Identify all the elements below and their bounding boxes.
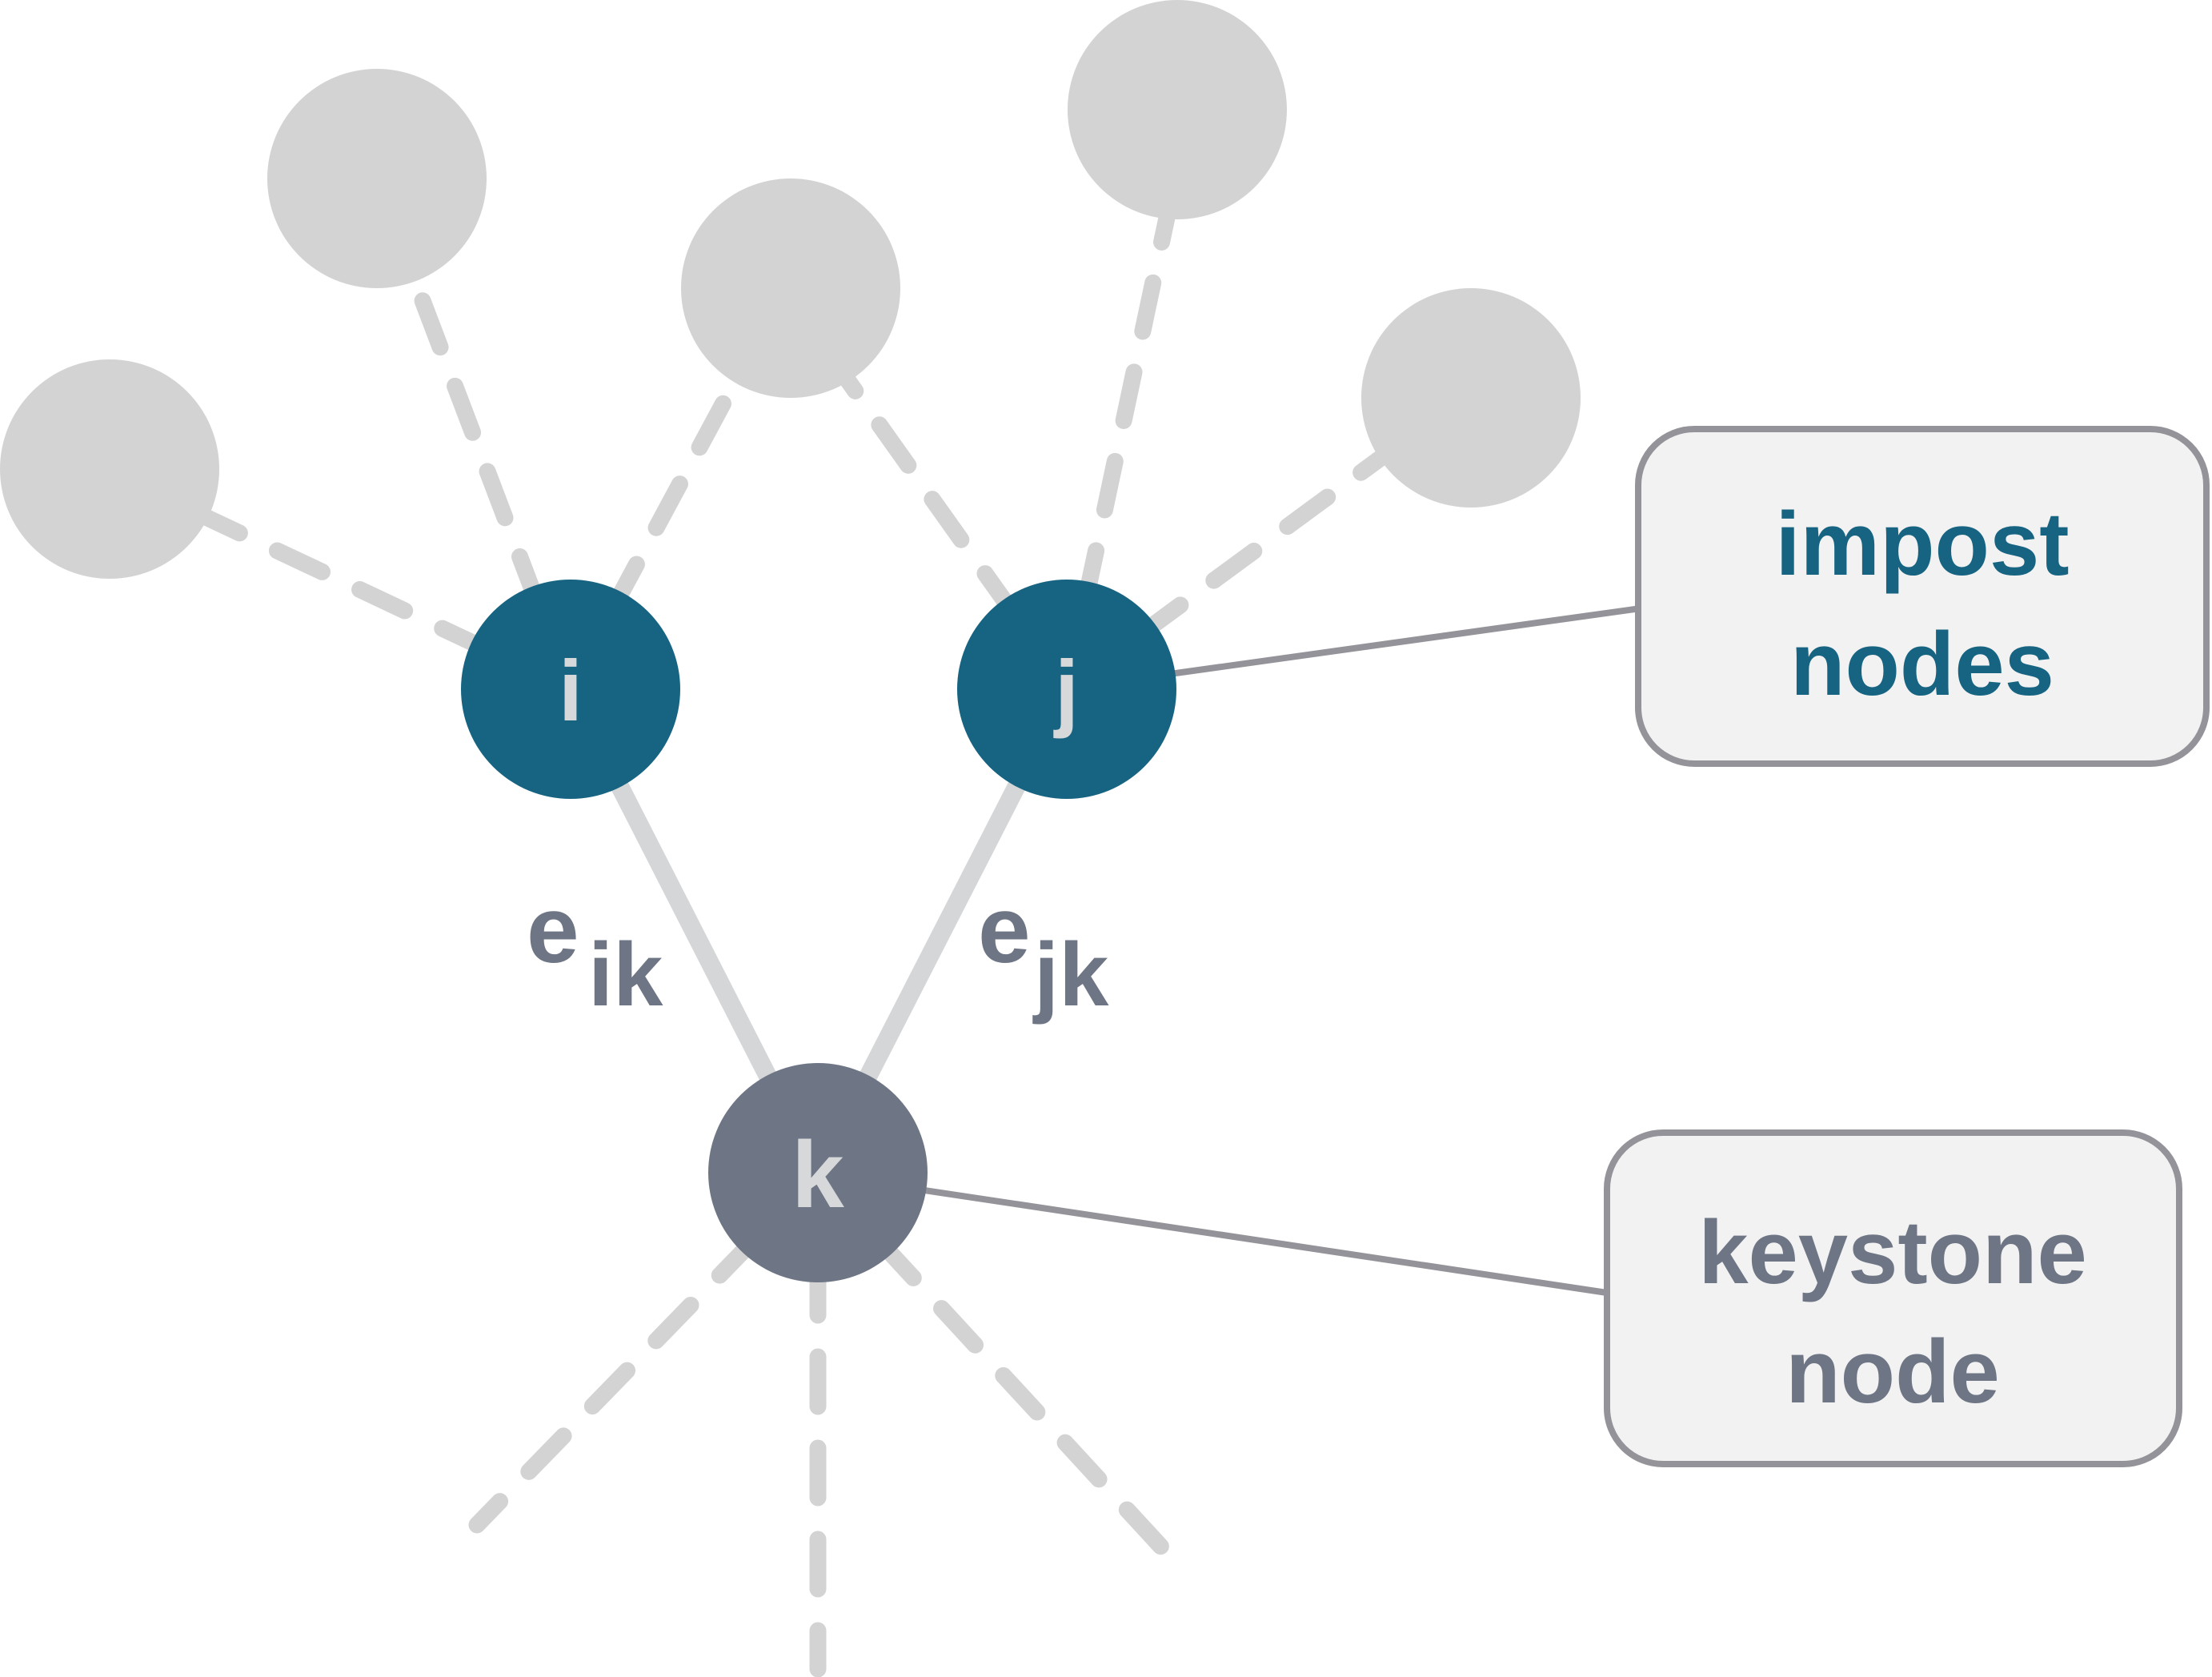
dashed-edge-j-neighbor-3 xyxy=(827,355,1076,697)
node-k-circle xyxy=(708,1063,928,1282)
node-i-label: i xyxy=(559,642,583,739)
impost-node-j: j xyxy=(957,580,1176,799)
neighbor-node-2 xyxy=(267,69,487,288)
edge-label-jk-subscript: jk xyxy=(1032,925,1109,1025)
keystone-callout-line-2: node xyxy=(1785,1322,2000,1422)
neighbor-node-1 xyxy=(0,359,219,579)
impost-callout-line-1: impost xyxy=(1775,494,2069,594)
impost-callout-line-2: nodes xyxy=(1790,614,2054,714)
keystone-node-k: k xyxy=(708,1063,928,1282)
node-i-circle xyxy=(461,580,680,799)
edge-label-ik-base: e xyxy=(527,877,579,983)
node-j-label: j xyxy=(1053,642,1079,739)
dashed-edge-j-neighbor-5 xyxy=(1058,443,1397,697)
edge-label-jk-base: e xyxy=(978,877,1031,983)
node-k-label: k xyxy=(791,1122,844,1228)
node-j-circle xyxy=(957,580,1176,799)
impost-callout-box xyxy=(1635,426,2210,767)
neighbor-node-3 xyxy=(681,179,900,398)
leader-line-keystone xyxy=(817,1171,1608,1296)
edge-label-jk: e jk xyxy=(978,877,1109,1025)
dashed-edge-i-neighbor-1 xyxy=(195,508,579,697)
neighbor-node-5 xyxy=(1361,288,1581,508)
edge-label-ik: e ik xyxy=(527,877,663,1025)
edge-label-ik-subscript: ik xyxy=(588,925,663,1025)
dashed-edge-i-neighbor-2 xyxy=(395,243,579,697)
impost-nodes-callout: impost nodes xyxy=(1635,426,2210,767)
keystone-callout-line-1: keystone xyxy=(1698,1202,2087,1302)
neighbor-node-4 xyxy=(1068,0,1287,219)
neighbor-nodes xyxy=(0,0,1581,579)
keystone-callout-box xyxy=(1604,1129,2182,1467)
impost-node-i: i xyxy=(461,580,680,799)
keystone-node-callout: keystone node xyxy=(1604,1129,2182,1467)
dashed-edge-i-neighbor-3 xyxy=(561,355,753,697)
dashed-edge-k-down-left xyxy=(468,1165,827,1534)
